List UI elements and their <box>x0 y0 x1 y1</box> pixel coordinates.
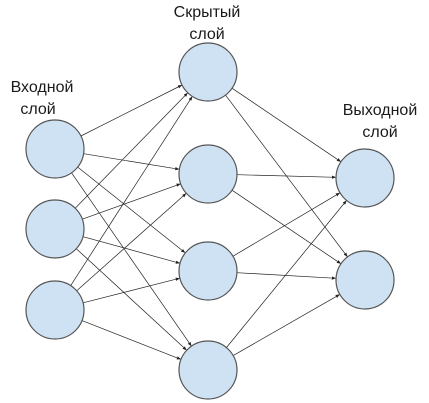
connections <box>70 84 348 360</box>
edge-input-2-to-hidden-1 <box>74 92 189 209</box>
edge-input-3-to-hidden-2 <box>76 193 187 291</box>
output-neuron-1 <box>335 148 395 208</box>
input-neuron-1 <box>25 119 85 179</box>
edge-input-3-to-hidden-3 <box>83 277 180 304</box>
hidden-neuron-1 <box>178 42 238 102</box>
edge-hidden-3-to-output-1 <box>232 192 341 257</box>
input-neuron-2 <box>25 199 85 259</box>
input-neuron-3 <box>25 280 85 340</box>
edge-input-1-to-hidden-4 <box>71 172 192 347</box>
edge-input-2-to-hidden-2 <box>82 183 181 220</box>
hidden-layer-label-line1: Скрытый <box>174 4 241 21</box>
output-neuron-2 <box>335 250 395 310</box>
edge-input-2-to-hidden-4 <box>76 248 187 351</box>
hidden-layer-label-line2: слой <box>189 26 224 43</box>
edge-input-1-to-hidden-1 <box>80 84 183 137</box>
edge-input-1-to-hidden-2 <box>83 153 180 171</box>
edge-hidden-4-to-output-1 <box>226 200 347 348</box>
hidden-neuron-3 <box>178 241 238 301</box>
edge-input-1-to-hidden-3 <box>77 166 186 254</box>
hidden-neuron-4 <box>178 340 238 400</box>
edge-hidden-2-to-output-1 <box>236 174 337 179</box>
output-layer-label-line2: слой <box>362 124 397 141</box>
edge-input-3-to-hidden-4 <box>81 320 182 360</box>
input-layer-label-line2: слой <box>20 101 55 118</box>
edge-hidden-2-to-output-2 <box>231 189 342 265</box>
hidden-neuron-2 <box>178 144 238 204</box>
input-layer-label-line1: Входной <box>11 79 74 96</box>
output-layer-label-line1: Выходной <box>343 102 418 119</box>
edge-hidden-1-to-output-1 <box>231 87 342 163</box>
edge-hidden-4-to-output-2 <box>233 294 340 356</box>
edge-input-3-to-hidden-1 <box>70 96 193 286</box>
edge-hidden-3-to-output-2 <box>236 272 337 280</box>
neurons <box>25 42 395 400</box>
